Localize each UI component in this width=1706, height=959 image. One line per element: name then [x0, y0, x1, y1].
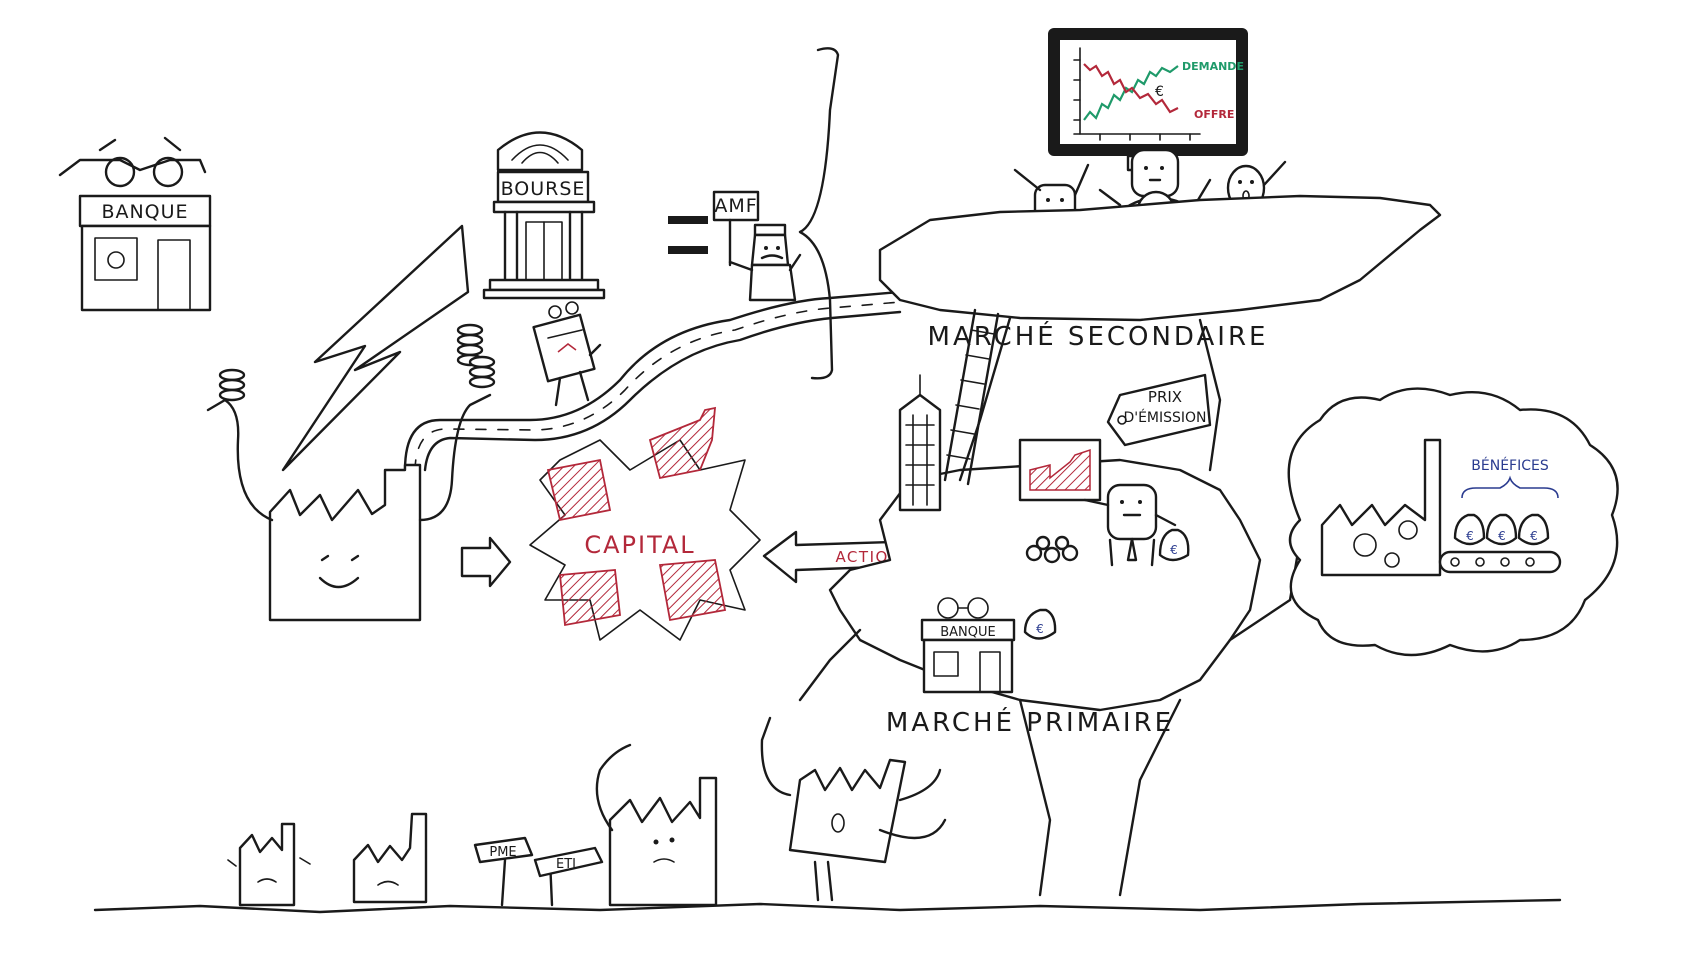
offre-label: OFFRE [1194, 108, 1234, 121]
arrow-to-capital [460, 536, 512, 588]
bank-building-top: BANQUE [58, 136, 212, 312]
prix-label-line1: PRIX [1148, 388, 1182, 406]
marche-secondaire-label: MARCHÉ SECONDAIRE [928, 320, 1269, 352]
bank-building-tree: BANQUE € [920, 597, 1057, 694]
road-path [403, 290, 902, 472]
benefices-label: BÉNÉFICES [1471, 457, 1549, 474]
pme-label: PME [489, 845, 516, 860]
bank-tree-sign-label: BANQUE [940, 625, 996, 640]
capital-label: CAPITAL [584, 531, 695, 559]
ground-line [93, 898, 1562, 914]
marche-primaire-label: MARCHÉ PRIMAIRE [886, 706, 1174, 738]
benefit-bag-euro-1: € [1466, 529, 1474, 543]
amf-sign-label: AMF [714, 195, 757, 217]
factory-climbing [760, 716, 947, 902]
euro-bag-symbol: € [1170, 543, 1178, 557]
thought-cloud: BÉNÉFICES € € € [1287, 387, 1619, 657]
small-money-bags [1025, 535, 1079, 564]
prix-label-line2: D'ÉMISSION [1123, 409, 1206, 426]
calendar-character [532, 301, 602, 407]
prix-emission-tag: PRIX D'ÉMISSION [1106, 373, 1212, 447]
chart-board [1018, 438, 1102, 502]
pme-eti-signpost: PME ETI [473, 836, 604, 907]
bourse-building: BOURSE [482, 131, 606, 300]
bank-sign-label: BANQUE [101, 201, 188, 223]
factory-character-main [206, 393, 492, 622]
amf-officer: AMF [712, 190, 802, 302]
lightning-bolt [281, 224, 470, 472]
equals-sign [668, 216, 708, 254]
curly-brace [798, 47, 840, 380]
factory-small-2 [352, 812, 428, 904]
benefit-bag-euro-2: € [1498, 529, 1506, 543]
ladder [943, 308, 1000, 486]
demande-label: DEMANDE [1182, 60, 1244, 73]
benefit-bag-euro-3: € [1530, 529, 1538, 543]
skyscraper [898, 374, 942, 512]
coin-stacks [218, 323, 496, 402]
factory-small-1 [227, 822, 311, 907]
bank-euro-symbol: € [1036, 622, 1044, 636]
bourse-sign-label: BOURSE [501, 178, 586, 200]
euro-symbol: € [1155, 84, 1164, 100]
businessman: € [1083, 483, 1190, 567]
factory-medium [595, 743, 718, 907]
market-monitor: € DEMANDE OFFRE [1048, 28, 1248, 172]
eti-label: ETI [556, 857, 576, 872]
capital-burst: CAPITAL [529, 406, 761, 641]
